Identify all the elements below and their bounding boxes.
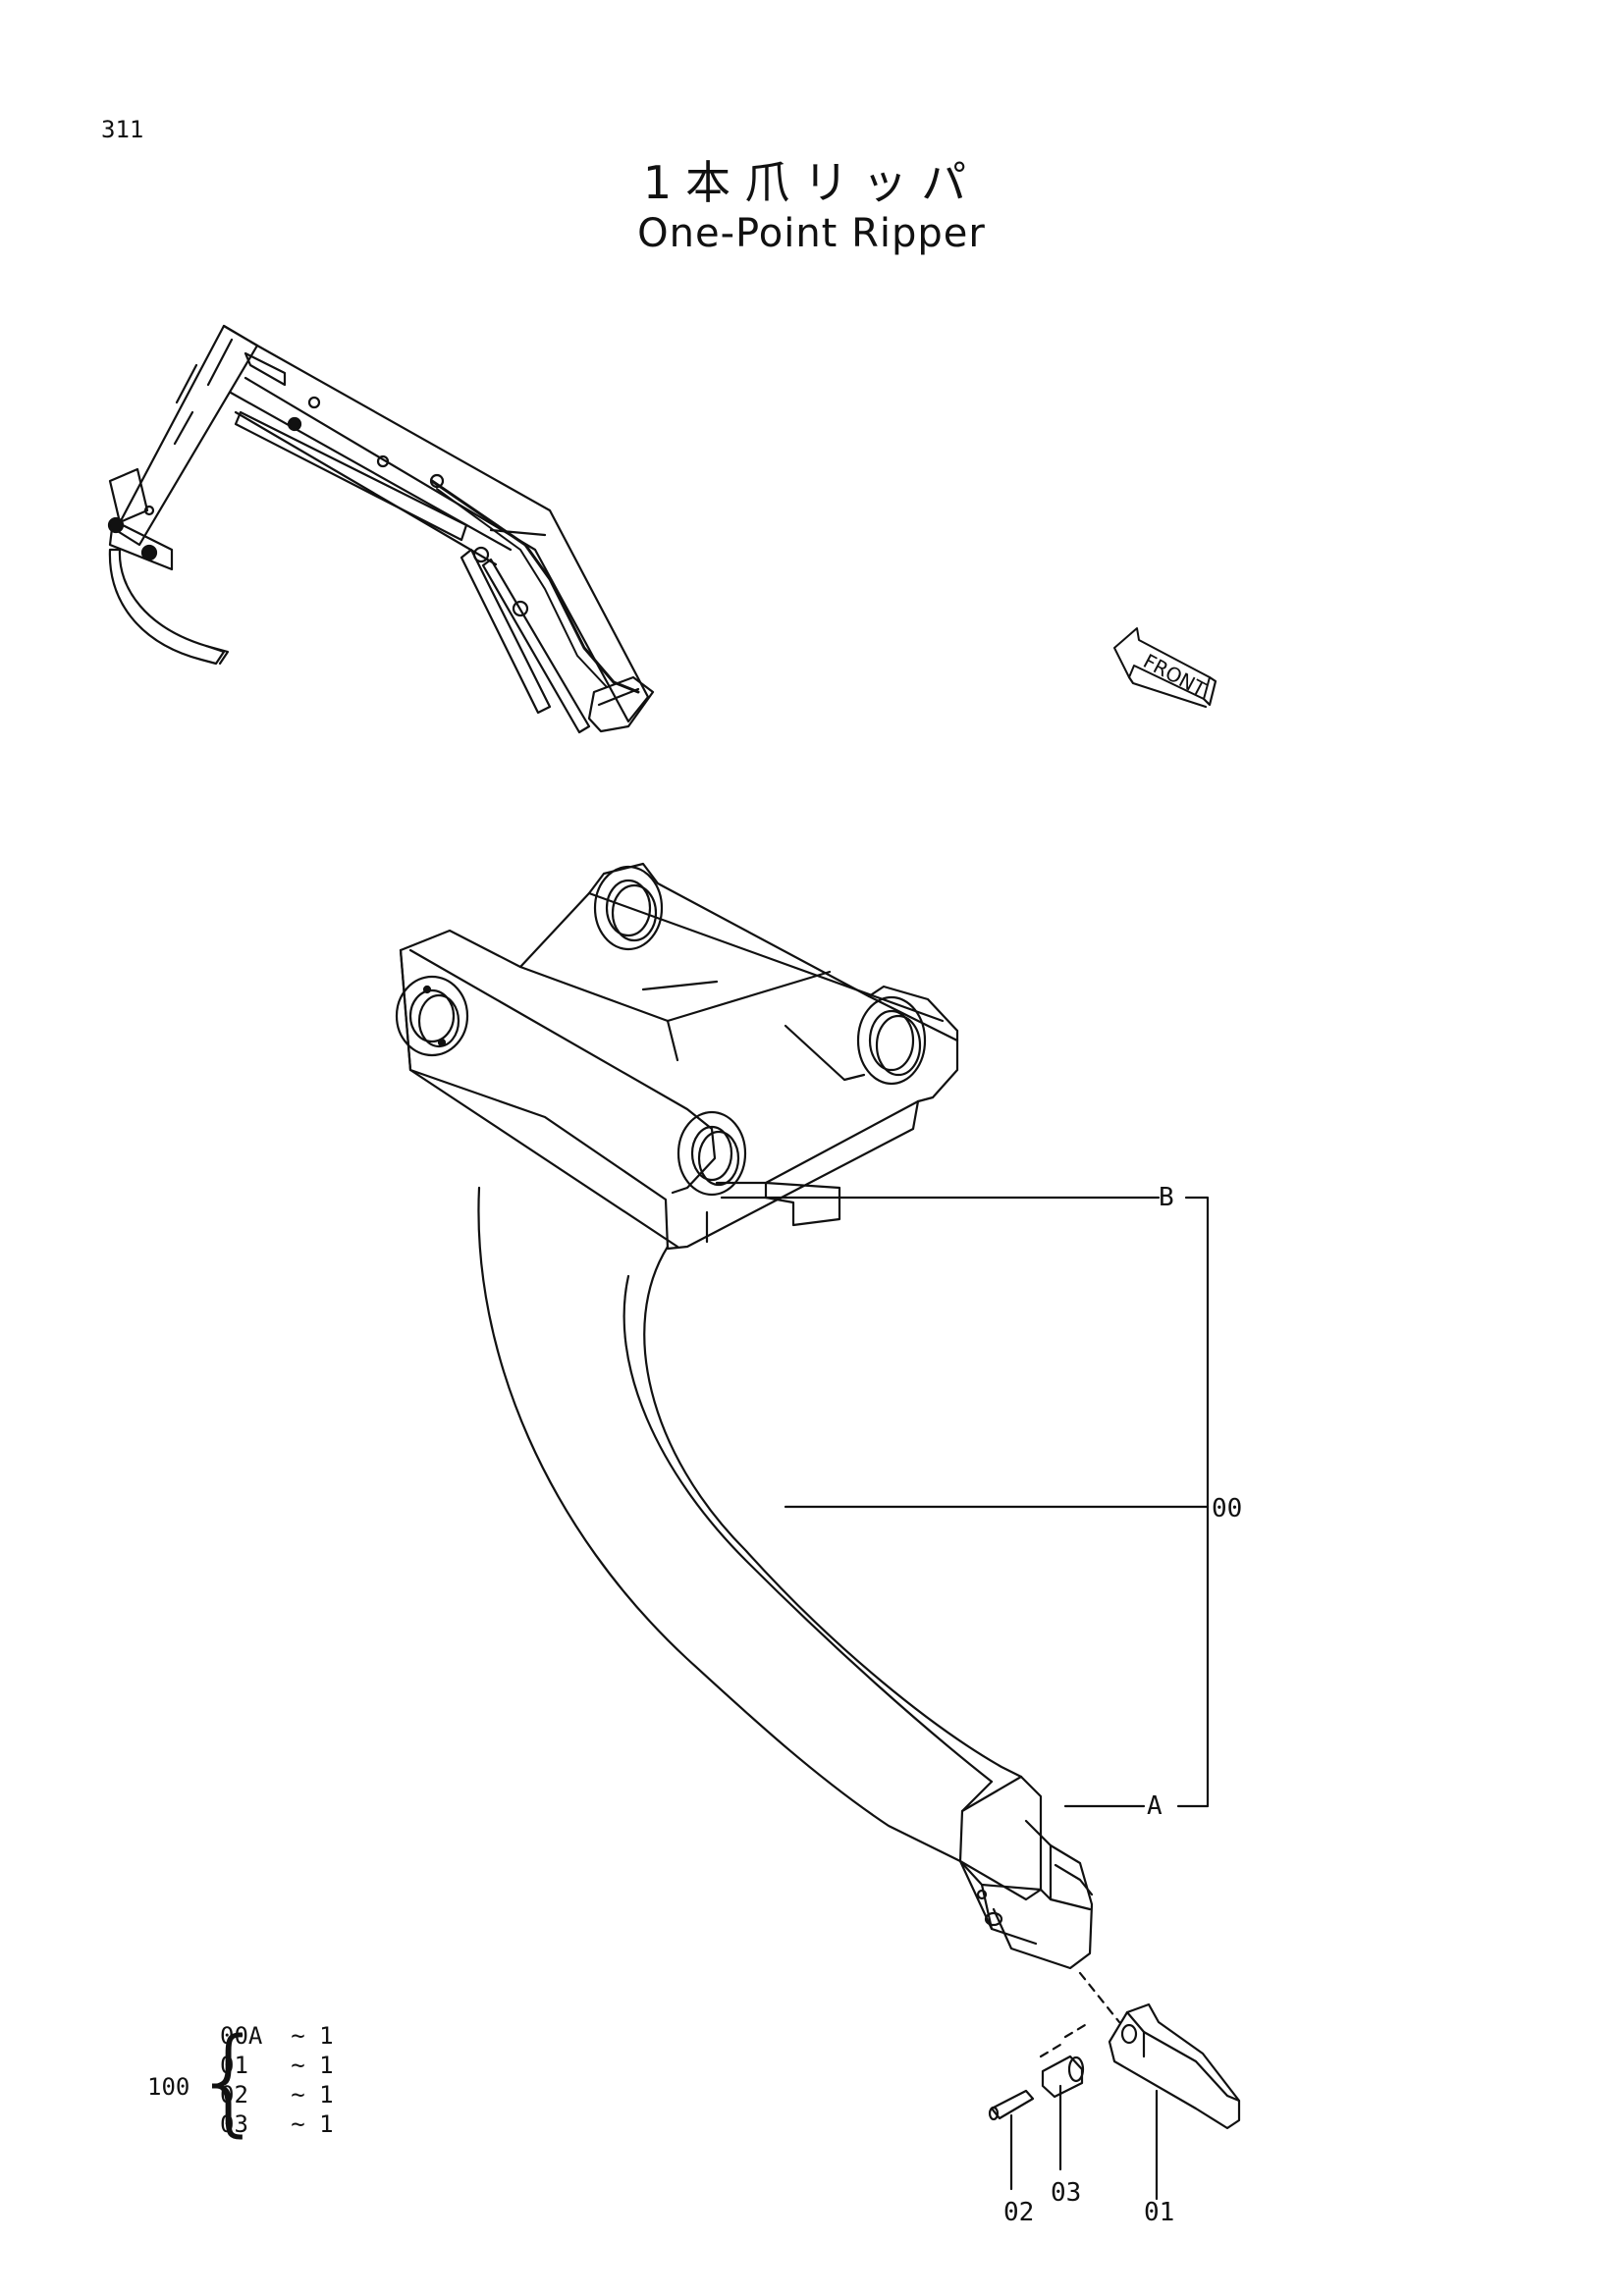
part-quantity: 1 xyxy=(319,2052,334,2079)
part-quantity: 1 xyxy=(319,2081,334,2109)
parts-row: 03 ~ 1 xyxy=(220,2110,334,2138)
part-number: 03 xyxy=(220,2110,248,2138)
parts-list-brace: { xyxy=(192,2012,267,2148)
part-separator: ~ xyxy=(291,2110,305,2138)
part-number: 02 xyxy=(220,2081,248,2109)
page-number: 311 xyxy=(101,116,144,143)
ripper-shank-assembly xyxy=(395,862,1094,1970)
part-number: 00A xyxy=(220,2022,263,2050)
parts-row: 01 ~ 1 xyxy=(220,2052,334,2079)
front-label: FRONT xyxy=(1139,649,1210,702)
part-separator: ~ xyxy=(291,2022,305,2050)
leader-lines xyxy=(720,1196,1210,2201)
part-number: 01 xyxy=(220,2052,248,2079)
title-japanese: 1本爪リッパ xyxy=(642,156,981,209)
part-quantity: 1 xyxy=(319,2110,334,2138)
callout-00: 00 xyxy=(1212,1494,1242,1523)
title-english: One-Point Ripper xyxy=(637,211,986,256)
part-separator: ~ xyxy=(291,2081,305,2109)
part-separator: ~ xyxy=(291,2052,305,2079)
tip-exploded-parts xyxy=(988,1971,1241,2130)
parts-row: 02 ~ 1 xyxy=(220,2081,334,2109)
parts-row: 00A ~ 1 xyxy=(220,2022,334,2050)
callout-01: 01 xyxy=(1144,2198,1174,2227)
part-quantity: 1 xyxy=(319,2022,334,2050)
front-direction-arrow xyxy=(1113,627,1217,709)
callout-A: A xyxy=(1147,1791,1163,1821)
excavator-overview-illustration xyxy=(107,324,655,734)
callout-03: 03 xyxy=(1051,2178,1081,2208)
callout-B: B xyxy=(1159,1183,1174,1212)
callout-02: 02 xyxy=(1003,2198,1034,2227)
assembly-number: 100 xyxy=(147,2073,190,2101)
